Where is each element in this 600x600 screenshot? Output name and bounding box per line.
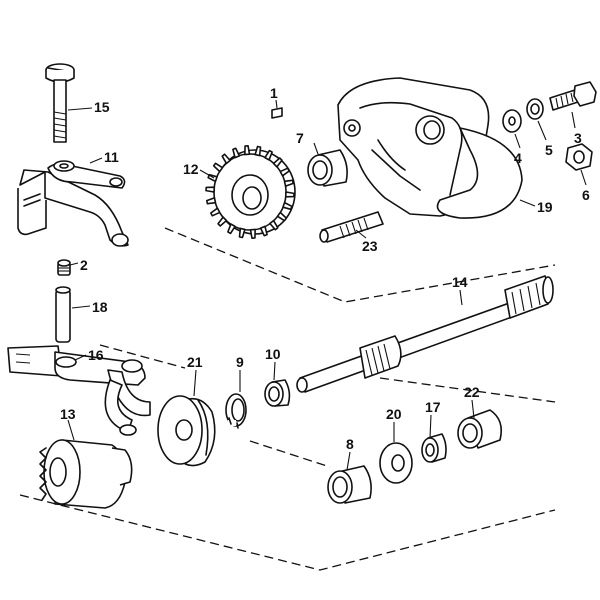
- gear-tooth: [276, 211, 288, 222]
- part-18-pin: [55, 286, 71, 343]
- callout-18: 18: [92, 299, 108, 315]
- guide-line-upper: [164, 227, 556, 303]
- part-5-lock-washer: [526, 98, 544, 120]
- callout-2: 2: [80, 257, 88, 273]
- callout-8: 8: [346, 436, 354, 452]
- part-17-collar: [421, 433, 447, 463]
- part-12-gear: [205, 145, 296, 239]
- part-19-gear-cover: [337, 77, 523, 219]
- callout-23: 23: [362, 238, 378, 254]
- part-23-stud: [319, 211, 384, 243]
- gear-tooth: [205, 186, 216, 193]
- callout-5: 5: [545, 142, 553, 158]
- gear-tooth: [254, 145, 262, 157]
- part-14-main-shaft: [296, 275, 554, 393]
- guide-line-right: [379, 377, 556, 403]
- gear-tooth: [279, 167, 290, 177]
- part-7-needle-bearing: [307, 149, 348, 187]
- gear-tooth: [210, 207, 221, 217]
- part-9-snap-ring: [225, 393, 247, 429]
- gear-tooth: [284, 191, 295, 198]
- guide-line-center: [249, 440, 331, 468]
- callout-7: 7: [296, 130, 304, 146]
- callout-14: 14: [452, 274, 468, 290]
- gear-tooth: [283, 179, 295, 187]
- callout-labels: 1 2 3 4 5 6 7 8 9 10 11 12 13 14 15 16 1…: [60, 85, 590, 452]
- gear-tooth: [217, 216, 228, 227]
- gear-tooth: [272, 157, 283, 168]
- callout-20: 20: [386, 406, 402, 422]
- gear-tooth: [269, 219, 279, 231]
- callout-13: 13: [60, 406, 76, 422]
- leader-lines: [67, 99, 587, 471]
- assembly-guide-lines: [19, 227, 556, 571]
- callout-3: 3: [574, 130, 582, 146]
- part-16-shift-fork: [7, 345, 151, 436]
- gear-tooth: [232, 147, 241, 159]
- callout-10: 10: [265, 346, 281, 362]
- gear-tooth: [249, 228, 256, 239]
- part-6-hex-nut: [565, 143, 593, 171]
- guide-line-lower: [19, 494, 556, 571]
- part-3-bolt: [549, 81, 597, 111]
- callout-11: 11: [104, 149, 119, 165]
- gear-tooth: [244, 145, 251, 156]
- gear-tooth: [238, 227, 246, 239]
- callout-6: 6: [582, 187, 590, 203]
- part-8-needle-bearing: [327, 465, 372, 504]
- gear-tooth: [264, 149, 273, 161]
- callout-1: 1: [270, 85, 278, 101]
- part-13-pinion-gear: [39, 439, 133, 509]
- part-2-nut: [57, 259, 71, 276]
- callout-21: 21: [187, 354, 203, 370]
- part-11-lever-bracket: [17, 160, 129, 247]
- callout-9: 9: [236, 354, 244, 370]
- gear-tooth: [259, 225, 268, 237]
- part-22-bearing-race: [457, 409, 503, 449]
- part-4-washer: [502, 109, 522, 133]
- gear-tooth: [212, 162, 224, 173]
- callout-19: 19: [537, 199, 553, 215]
- callout-22: 22: [464, 384, 480, 400]
- gear-tooth: [282, 201, 293, 211]
- gear-tooth: [227, 223, 236, 235]
- gear-tooth: [221, 153, 231, 165]
- callout-15: 15: [94, 99, 110, 115]
- part-20-thrust-washer: [379, 442, 413, 484]
- part-1-key: [271, 107, 283, 119]
- part-15-screw: [45, 63, 75, 143]
- part-21-clutch-pulley: [157, 395, 216, 467]
- callout-12: 12: [183, 161, 199, 177]
- gear-tooth: [205, 197, 217, 205]
- callout-4: 4: [514, 150, 522, 166]
- callout-17: 17: [425, 399, 441, 415]
- guide-line-mid: [99, 344, 186, 369]
- callout-16: 16: [88, 347, 104, 363]
- part-10-bushing: [264, 379, 291, 407]
